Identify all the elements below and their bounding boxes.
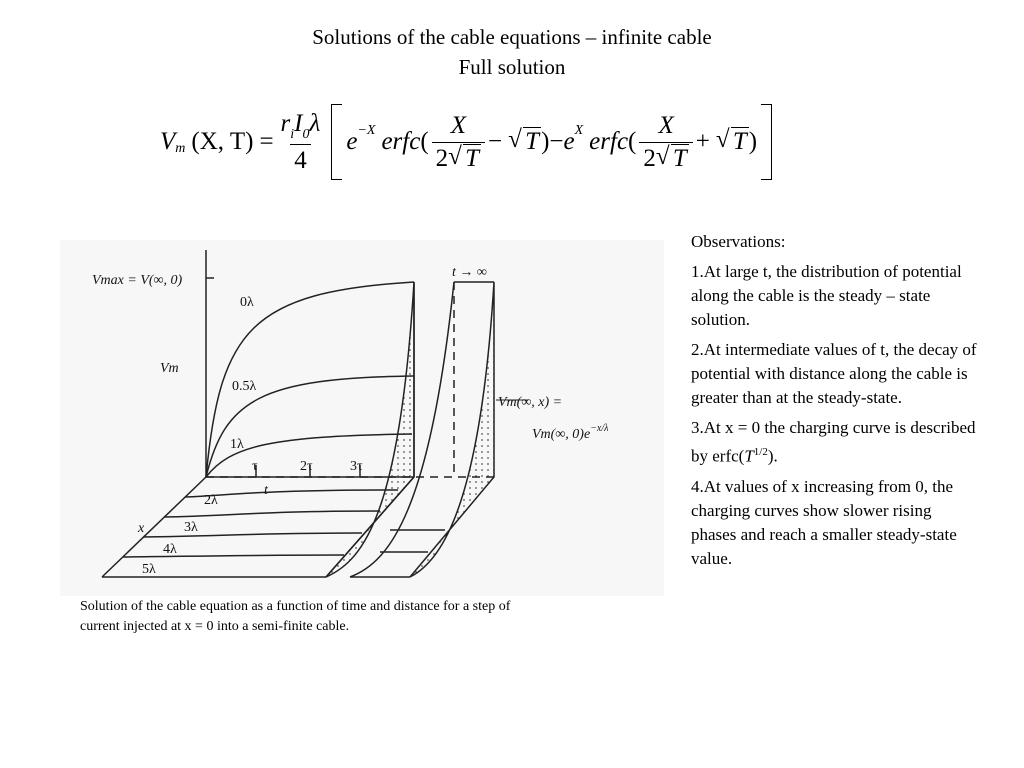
curve-label-0: 0λ — [240, 295, 254, 310]
eq-sqrt-t-1: T — [523, 127, 542, 155]
eq-paren-close-2: ) — [748, 128, 758, 155]
steady-state-profile — [325, 281, 415, 578]
eq-frac-2-two: 2 — [643, 144, 656, 172]
observations-panel: Observations: 1.At large t, the distribu… — [691, 230, 981, 577]
steady-formula-line2: Vm(∞, 0)e−x/λ — [532, 423, 609, 442]
curve-label-2: 2λ — [204, 493, 218, 508]
eq-coef-lambda: λ — [309, 109, 321, 137]
eq-frac-2-sqrt-t: T — [670, 143, 689, 172]
observation-item-4: 4.At values of x increasing from 0, the … — [691, 476, 957, 568]
eq-minus-2: − — [549, 128, 564, 155]
t-axis-label: t — [264, 483, 269, 498]
t-infinity-label: t → ∞ — [452, 265, 487, 280]
curve-2-lambda — [184, 489, 399, 498]
curve-3-lambda — [163, 510, 381, 518]
eq-coef-den: 4 — [290, 143, 311, 175]
curve-5-lambda — [122, 554, 345, 558]
eq-paren-open-1: ( — [420, 128, 429, 155]
steady-formula-exp: −x/λ — [590, 423, 609, 434]
steady-formula-line1: Vm(∞, x) = — [498, 395, 562, 410]
x-axis — [101, 476, 207, 578]
eq-lhs-args: (X, T) — [191, 128, 254, 155]
eq-equals: = — [259, 128, 274, 155]
eq-lhs-sub: m — [175, 141, 186, 156]
curve-label-5: 5λ — [142, 562, 156, 577]
eq-coef-r-sub: i — [290, 126, 295, 142]
eq-frac-1: X 2√T — [431, 111, 486, 173]
eq-plus: + — [695, 128, 710, 155]
observation-item-1: 1.At large t, the distribution of potent… — [691, 262, 962, 329]
observation-item-3-exp: 1/2 — [753, 446, 768, 458]
page-title: Solutions of the cable equations – infin… — [312, 25, 712, 49]
eq-frac-1-sqrt-t: T — [463, 143, 482, 172]
eq-sqrt-t-2: T — [730, 127, 749, 155]
eq-frac-2: X 2√T — [639, 111, 693, 173]
eq-frac-1-num: X — [450, 111, 466, 139]
eq-paren-close-1: ) — [541, 128, 550, 155]
vmax-label: Vmax = V(∞, 0) — [92, 273, 183, 288]
observation-item-3-end: ). — [767, 446, 778, 466]
observation-item-3-t: T — [744, 446, 754, 466]
curve-label-05: 0.5λ — [232, 379, 257, 394]
observation-item-2: 2.At intermediate values of t, the decay… — [691, 340, 977, 407]
curve-1-lambda — [205, 433, 413, 478]
curve-0-lambda — [205, 281, 415, 478]
eq-coef-r: r — [280, 109, 291, 137]
curve-label-4: 4λ — [163, 542, 177, 557]
x-axis-label: x — [137, 521, 145, 536]
eq-coef-i-sub: 0 — [302, 126, 310, 142]
tau-label-1: τ — [252, 459, 258, 474]
curve-label-3: 3λ — [184, 520, 198, 535]
steady-formula-base: Vm(∞, 0)e — [532, 427, 590, 442]
figure-labels: Vmax = V(∞, 0) Vm 0λ 0.5λ 1λ 2λ 3λ 4λ 5λ… — [92, 265, 609, 577]
curve-05-lambda — [205, 375, 415, 478]
eq-erfc-2: erfc — [589, 128, 629, 155]
eq-term1-e: e — [346, 128, 358, 155]
eq-erfc-1: erfc — [381, 128, 421, 155]
eq-left-bracket — [331, 104, 343, 180]
observation-item-3-text: 3.At x = 0 the charging curve is describ… — [691, 418, 976, 466]
eq-term2-exp: X — [574, 123, 584, 138]
tau-label-2: 2τ — [300, 459, 313, 474]
eq-paren-open-2: ( — [628, 128, 637, 155]
eq-frac-1-two: 2 — [435, 144, 449, 172]
curve-label-1: 1λ — [230, 437, 244, 452]
steady-front-curve — [349, 281, 455, 578]
eq-frac-2-num: X — [658, 111, 674, 139]
vm-label: Vm — [160, 361, 179, 376]
page-subtitle: Full solution — [458, 55, 566, 79]
eq-right-bracket — [761, 104, 773, 180]
cable-solution-figure: Vmax = V(∞, 0) Vm 0λ 0.5λ 1λ 2λ 3λ 4λ 5λ… — [60, 240, 664, 596]
eq-coef-i: I — [294, 109, 303, 137]
eq-coefficient: riI0λ 4 — [277, 110, 325, 175]
eq-lhs-v: V — [160, 128, 176, 155]
eq-minus-1: − — [488, 128, 503, 155]
steady-state-panel — [206, 281, 528, 578]
observation-item-3: 3.At x = 0 the charging curve is describ… — [691, 416, 981, 469]
steady-dotted-region — [409, 281, 495, 578]
eq-term1-exp: −X — [357, 123, 376, 138]
tau-label-3: 3τ — [350, 459, 363, 474]
observations-heading: Observations: — [691, 232, 786, 251]
curve-4-lambda — [142, 532, 363, 538]
figure-caption: Solution of the cable equation as a func… — [80, 599, 511, 634]
eq-term2-e: e — [563, 128, 575, 155]
